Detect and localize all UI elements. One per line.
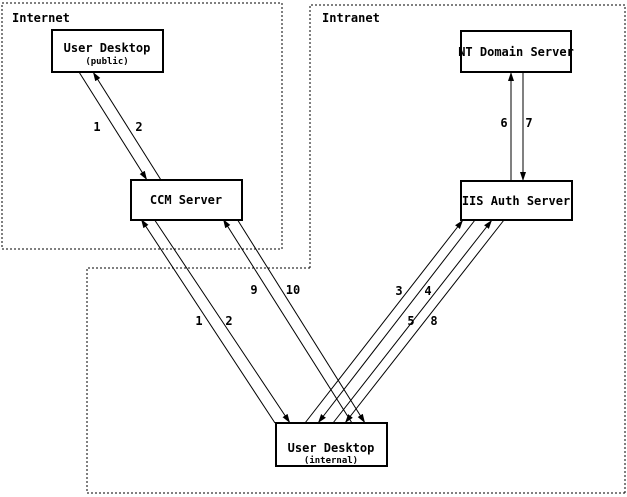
internet-zone-label: Internet <box>12 11 70 25</box>
ccm-server-box <box>130 179 243 221</box>
nt-domain-server-title: NT Domain Server <box>458 45 574 59</box>
node-nt-domain-server: NT Domain Server <box>458 30 574 73</box>
node-iis-auth-server: IIS Auth Server <box>460 180 573 221</box>
edge-label-3: 3 <box>395 284 402 298</box>
edge-8-iis-to-internal-desktop <box>344 219 505 424</box>
edge-label-2-internal: 2 <box>225 314 232 328</box>
user-desktop-internal-box <box>275 422 388 467</box>
edge-2-ccm-to-internal-desktop <box>153 218 291 424</box>
nt-domain-server-box <box>460 30 572 73</box>
edge-label-1-public: 1 <box>93 120 100 134</box>
node-user-desktop-public: User Desktop (public) <box>51 29 164 73</box>
user-desktop-public-title: User Desktop <box>64 41 151 55</box>
edge-5-internal-desktop-to-iis <box>332 219 493 424</box>
user-desktop-public-subtitle: (public) <box>85 56 128 67</box>
edge-4-iis-to-internal-desktop <box>317 219 476 424</box>
internet-zone-border <box>1 2 283 250</box>
edge-label-6: 6 <box>500 116 507 130</box>
edge-label-4: 4 <box>424 284 431 298</box>
edge-label-8: 8 <box>430 314 437 328</box>
edge-label-1-internal: 1 <box>195 314 202 328</box>
edge-1-public-desktop-to-ccm <box>78 71 148 181</box>
edge-label-5: 5 <box>407 314 414 328</box>
iis-auth-server-title: IIS Auth Server <box>462 194 570 208</box>
user-desktop-internal-title: User Desktop <box>288 441 375 455</box>
edge-label-10: 10 <box>286 283 300 297</box>
edge-2-ccm-to-public-desktop <box>92 71 162 181</box>
internal-network-zone-border <box>86 267 625 494</box>
edge-9-internal-desktop-to-ccm <box>222 218 353 424</box>
edge-1-internal-desktop-to-ccm <box>140 218 276 424</box>
user-desktop-public-box <box>51 29 164 73</box>
node-ccm-server: CCM Server <box>130 179 243 221</box>
iis-auth-server-box <box>460 180 573 221</box>
edge-label-7: 7 <box>525 116 532 130</box>
edge-label-9: 9 <box>250 283 257 297</box>
edge-3-internal-desktop-to-iis <box>304 219 464 424</box>
edge-label-2-public: 2 <box>135 120 142 134</box>
node-user-desktop-internal: User Desktop (internal) <box>275 422 388 467</box>
intranet-zone-label: Intranet <box>322 11 380 25</box>
edge-10-ccm-to-internal-desktop <box>236 218 366 424</box>
ccm-server-title: CCM Server <box>150 193 222 207</box>
intranet-zone-border <box>309 4 626 493</box>
user-desktop-internal-subtitle: (internal) <box>304 455 358 466</box>
